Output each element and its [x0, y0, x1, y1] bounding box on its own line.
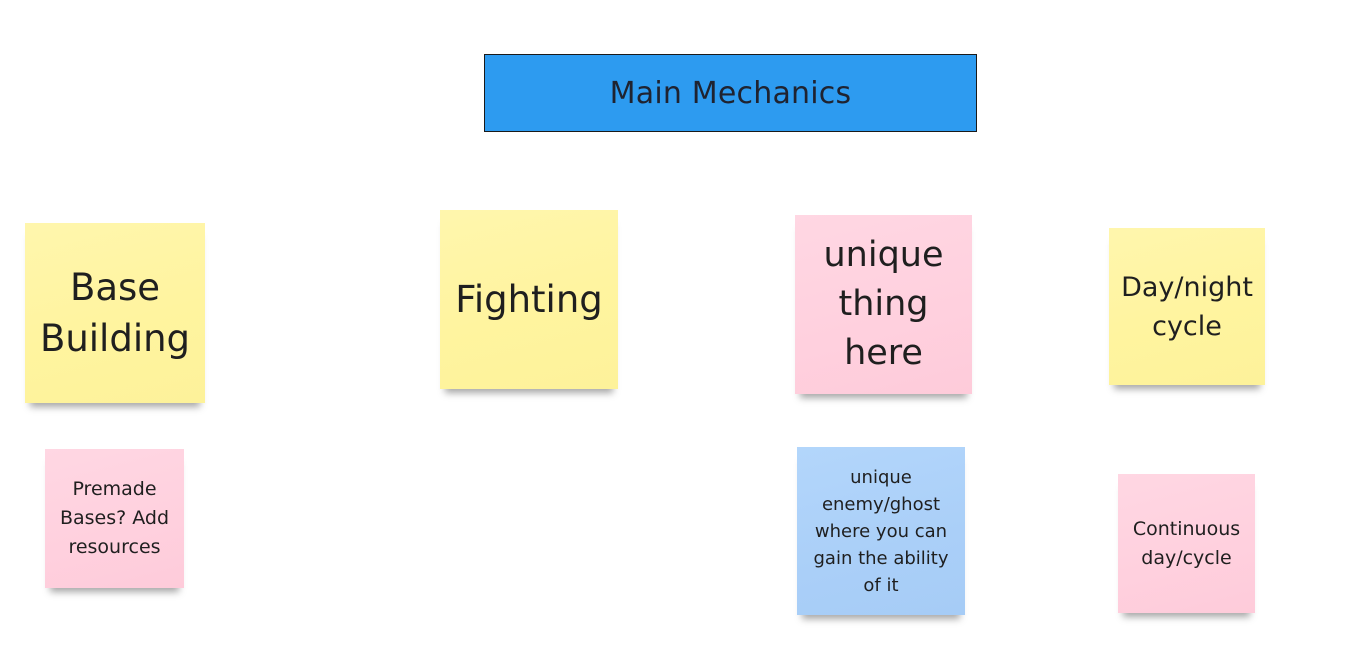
sticky-note-continuous-day-cycle[interactable]: Continuous day/cycle	[1118, 474, 1255, 613]
main-mechanics-title: Main Mechanics	[609, 75, 852, 111]
sticky-note-text: Day/night cycle	[1121, 271, 1253, 342]
sticky-note-text: unique thing here	[823, 235, 944, 373]
sticky-note-fighting[interactable]: Fighting	[440, 210, 618, 389]
sticky-note-text: Premade Bases? Add resources	[59, 478, 170, 558]
sticky-note-day-night-cycle[interactable]: Day/night cycle	[1109, 228, 1265, 385]
sticky-note-unique-enemy[interactable]: unique enemy/ghost where you can gain th…	[797, 447, 965, 615]
sticky-note-text: unique enemy/ghost where you can gain th…	[813, 466, 949, 596]
sticky-note-text: Fighting	[455, 278, 603, 321]
sticky-note-text: Continuous day/cycle	[1132, 517, 1241, 569]
sticky-note-base-building[interactable]: Base Building	[25, 223, 205, 403]
sticky-note-premade-bases[interactable]: Premade Bases? Add resources	[45, 449, 184, 588]
main-mechanics-title-box[interactable]: Main Mechanics	[484, 54, 977, 132]
sticky-note-text: Base Building	[39, 266, 191, 360]
sticky-note-unique-thing[interactable]: unique thing here	[795, 215, 972, 394]
